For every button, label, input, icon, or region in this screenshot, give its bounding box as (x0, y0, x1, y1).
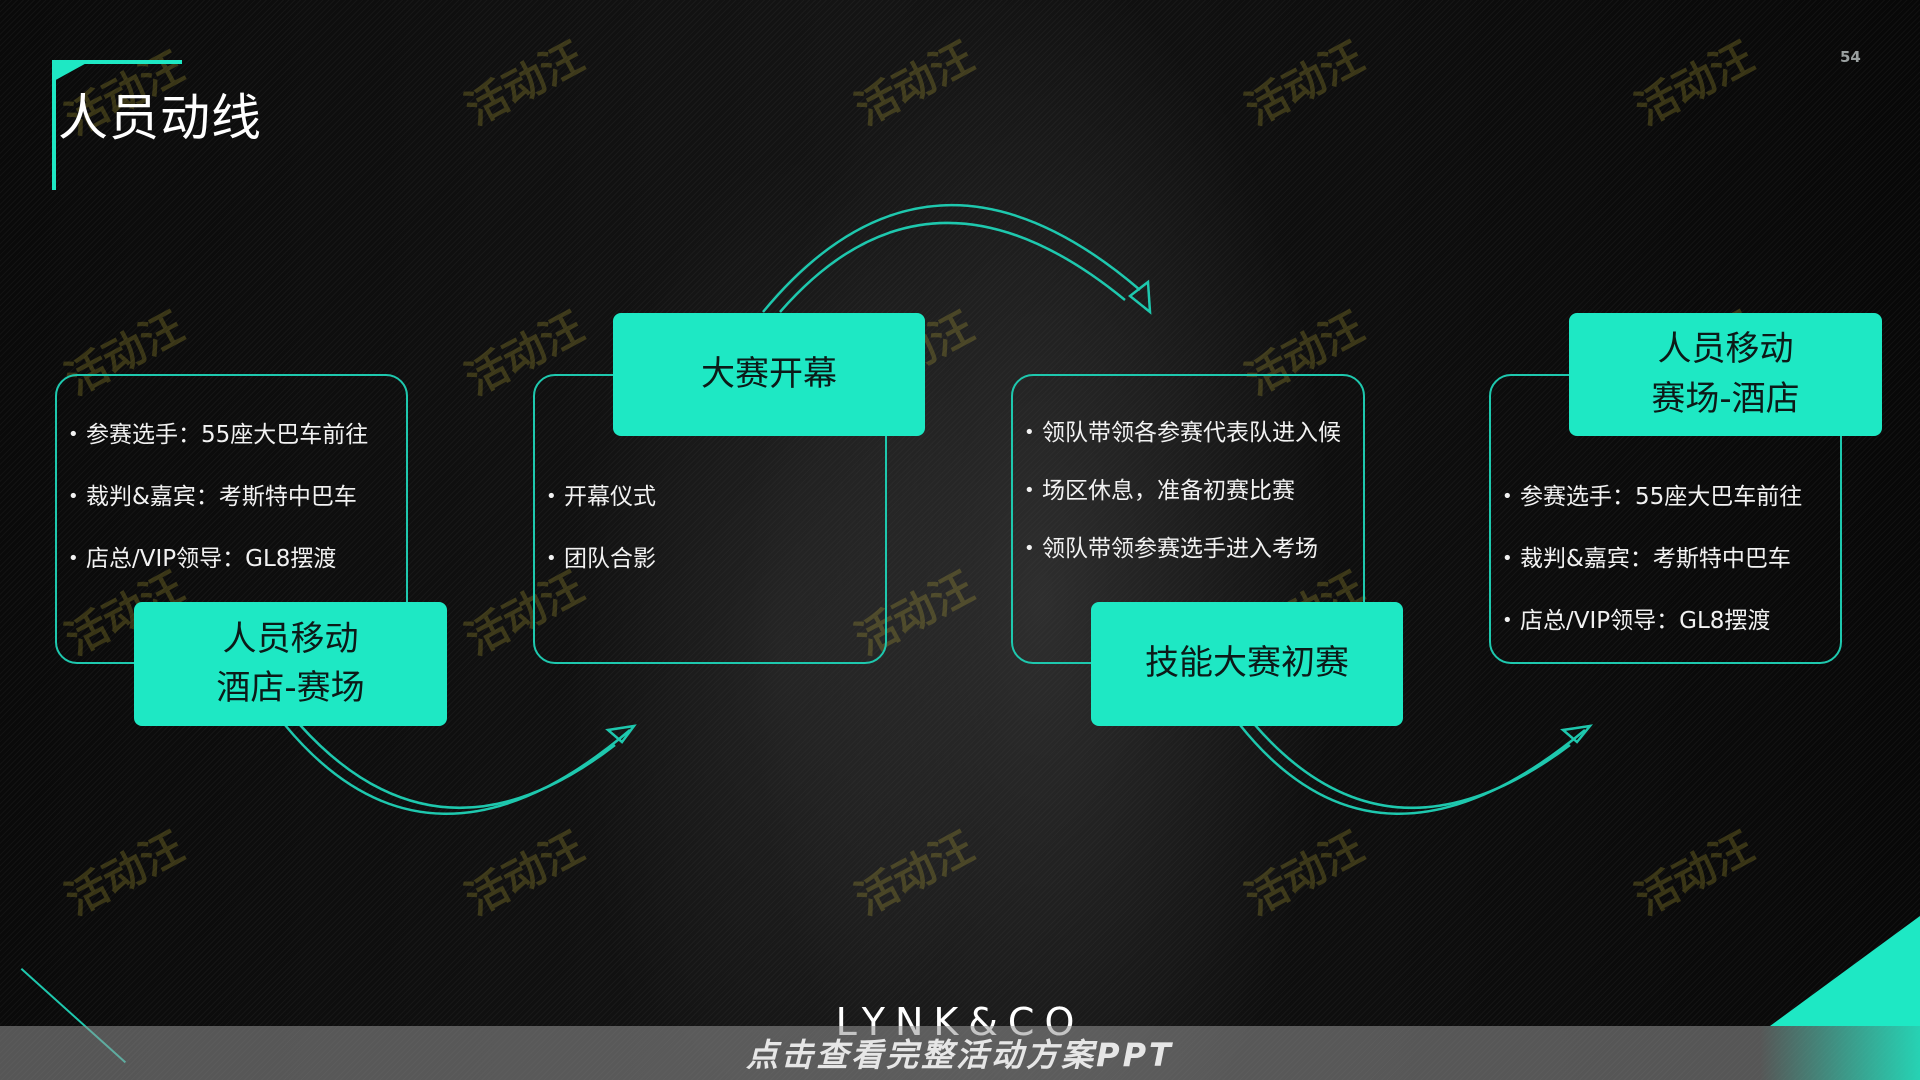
flow-arrow-3 (1254, 724, 1571, 810)
list-item: 店总/VIP领导：GL8摆渡 (1502, 590, 1802, 652)
step-4-label-line: 人员移动 (1657, 329, 1794, 370)
footer-bar[interactable] (0, 1026, 1920, 1080)
list-item: 店总/VIP领导：GL8摆渡 (68, 528, 368, 590)
list-item: 领队带领参赛选手进入考场 (1024, 520, 1341, 578)
step-3-bullets: 领队带领各参赛代表队进入候 场区休息，准备初赛比赛 领队带领参赛选手进入考场 (1024, 404, 1341, 578)
title-accent-wedge (52, 60, 92, 82)
flow-arrow-1 (299, 724, 616, 810)
corner-accent (1770, 916, 1920, 1026)
arrow-head-icon (1127, 279, 1152, 315)
flow-arrow-1 (284, 724, 631, 815)
list-item: 领队带领各参赛代表队进入候 (1024, 404, 1341, 462)
step-2-bullets: 开幕仪式 团队合影 (546, 466, 656, 590)
arrow-head-icon (605, 724, 637, 744)
step-4-bullets: 参赛选手：55座大巴车前往 裁判&嘉宾：考斯特中巴车 店总/VIP领导：GL8摆… (1502, 466, 1802, 652)
flow-arrow-3 (1239, 724, 1586, 815)
list-item: 裁判&嘉宾：考斯特中巴车 (68, 466, 368, 528)
flow-arrow-2 (779, 221, 1126, 313)
corner-accent (1760, 1026, 1920, 1080)
list-item: 参赛选手：55座大巴车前往 (1502, 466, 1802, 528)
flow-arrow-2 (762, 203, 1141, 313)
arrow-head-icon (1560, 724, 1593, 744)
list-item: 参赛选手：55座大巴车前往 (68, 404, 368, 466)
step-3-label-line: 技能大赛初赛 (1145, 643, 1349, 684)
step-2-label-line: 大赛开幕 (701, 353, 837, 394)
step-1-label: 人员移动 酒店-赛场 (134, 602, 447, 726)
step-1-label-line: 人员移动 (222, 618, 359, 659)
step-3-label: 技能大赛初赛 (1091, 602, 1403, 726)
step-2-label: 大赛开幕 (613, 313, 925, 436)
page-title: 人员动线 (58, 89, 262, 147)
title-accent-bar (52, 60, 56, 190)
step-1-label-line: 酒店-赛场 (216, 668, 365, 708)
page-number: 54 (1840, 48, 1861, 66)
list-item: 开幕仪式 (546, 466, 656, 528)
footer-link[interactable]: 点击查看完整活动方案PPT (746, 1036, 1174, 1074)
list-item: 团队合影 (546, 528, 656, 590)
list-item: 裁判&嘉宾：考斯特中巴车 (1502, 528, 1802, 590)
step-1-bullets: 参赛选手：55座大巴车前往 裁判&嘉宾：考斯特中巴车 店总/VIP领导：GL8摆… (68, 404, 368, 590)
list-item: 场区休息，准备初赛比赛 (1024, 462, 1341, 520)
title-accent-bar (52, 60, 182, 64)
step-4-label-line: 赛场-酒店 (1651, 378, 1800, 419)
step-4-label: 人员移动 赛场-酒店 (1569, 313, 1882, 436)
